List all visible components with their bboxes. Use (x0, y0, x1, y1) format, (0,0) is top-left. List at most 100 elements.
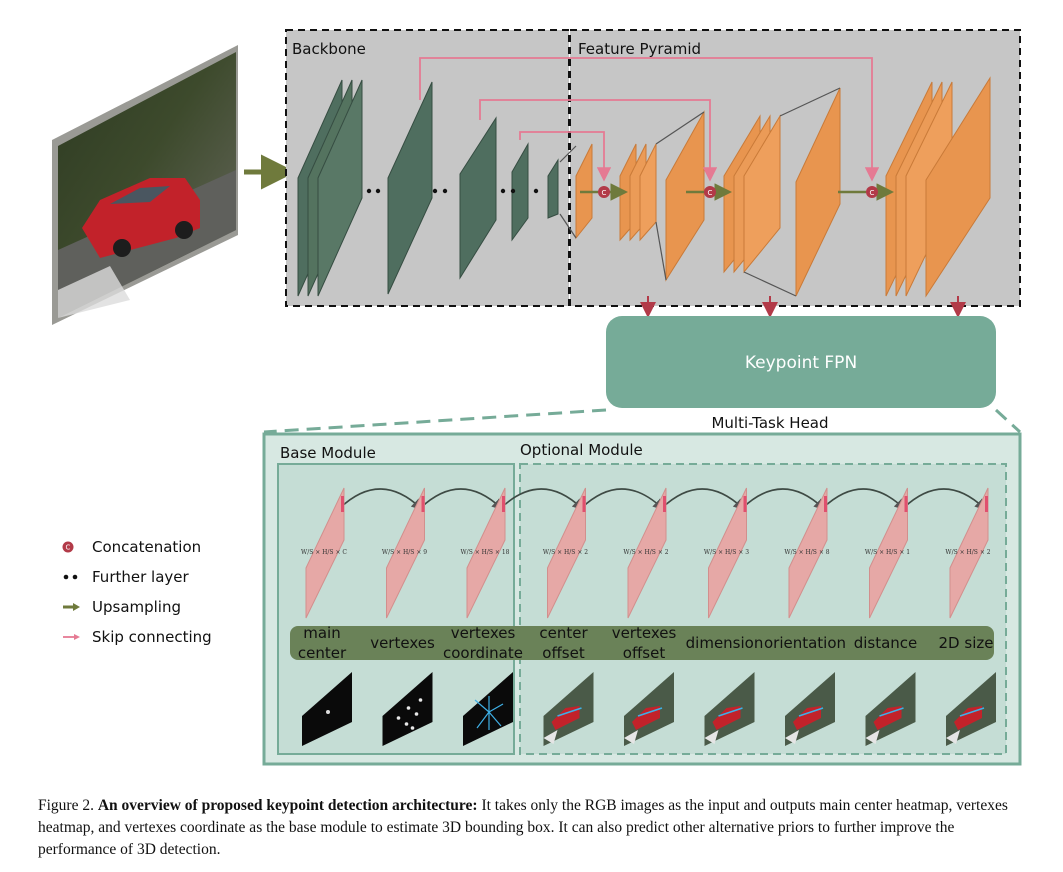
output-label: distance (854, 634, 918, 652)
legend: C Concatenation Further layer Upsampling… (62, 532, 282, 652)
road-marking (543, 730, 558, 744)
heatmap-peak (404, 722, 409, 726)
vertex-vector (488, 703, 504, 713)
svg-text:C: C (870, 189, 875, 197)
output-label-bar (290, 626, 994, 660)
output-label: vertexes (451, 624, 516, 642)
heatmap-peak (396, 716, 401, 720)
output-dims: W/S × H/S × 2 (543, 549, 588, 556)
output-dims: W/S × H/S × 9 (382, 549, 427, 556)
backbone-layers (297, 79, 559, 297)
legend-upsampling-label: Upsampling (92, 598, 182, 616)
legend-further-layer: Further layer (62, 562, 282, 592)
output-feature-map (869, 487, 908, 619)
head-connection-arrow (339, 488, 423, 511)
legend-skip-connecting-label: Skip connecting (92, 628, 212, 646)
output-label: main (303, 624, 340, 642)
heatmap-peak (326, 710, 330, 714)
further-layer-dots (366, 188, 539, 194)
caption-bold: An overview of proposed keypoint detecti… (97, 797, 478, 814)
projection-lines (559, 87, 841, 297)
output-dims: W/S × H/S × 1 (865, 549, 910, 556)
output-label: vertexes (370, 634, 435, 652)
feature-pyramid-label: Feature Pyramid (578, 40, 701, 58)
fpn-down-arrows (640, 296, 966, 318)
concat-node: C (866, 186, 878, 198)
output-feature-map (627, 487, 667, 619)
heatmap-peak (410, 726, 415, 730)
head-connection-arrow (580, 488, 665, 511)
car-thumbnail (551, 706, 580, 730)
road-marking (865, 730, 880, 744)
output-feature-map (547, 487, 586, 619)
vertex-vector (488, 711, 502, 727)
legend-concatenation: C Concatenation (62, 532, 282, 562)
road-marking (624, 730, 638, 744)
prior-annotation (879, 707, 904, 717)
concat-icon: C (62, 541, 86, 553)
output-dims: W/S × H/S × 8 (784, 549, 829, 556)
head-expansion-lines (263, 408, 1022, 434)
pyramid-layers (575, 76, 991, 298)
keypoint-fpn-block (606, 316, 996, 408)
output-feature-map (386, 487, 425, 619)
road-marking (704, 730, 719, 744)
output-dims: W/S × H/S × 3 (704, 549, 749, 556)
output-feature-map (949, 487, 989, 619)
input-image (52, 45, 238, 325)
output-label: vertexes (612, 624, 677, 642)
output-label: center (539, 624, 588, 642)
prior-annotation (959, 707, 985, 717)
heatmap-peak (406, 706, 411, 710)
optional-module-label: Optional Module (520, 441, 643, 459)
red-car (82, 178, 200, 258)
head-connection-arrow (500, 488, 584, 511)
svg-text:C: C (602, 189, 607, 197)
legend-further-layer-label: Further layer (92, 568, 189, 586)
concat-node: C (598, 186, 610, 198)
road-marking (946, 730, 960, 744)
legend-skip-connecting: Skip connecting (62, 622, 282, 652)
heatmap-thumbnail (463, 672, 513, 746)
head-connection-arrow (419, 488, 504, 511)
concat-node: C (704, 186, 716, 198)
caption-prefix: Figure 2. (38, 797, 94, 814)
head-connection-arrow (661, 488, 745, 511)
output-feature-map (466, 487, 506, 619)
output-label: offset (623, 644, 666, 662)
heatmap-peak (418, 698, 423, 702)
prior-annotation (637, 707, 663, 717)
map-marker (582, 496, 586, 512)
map-marker (421, 496, 425, 512)
prior-annotation (557, 707, 582, 717)
map-marker (985, 496, 988, 512)
prior-annotation (798, 707, 824, 717)
svg-text:C: C (708, 189, 713, 197)
heatmap-thumbnail (302, 672, 352, 746)
legend-upsampling: Upsampling (62, 592, 282, 622)
svg-text:C: C (66, 544, 71, 552)
output-label: 2D size (939, 634, 994, 652)
output-label: dimension (686, 634, 764, 652)
output-label: orientation (764, 634, 846, 652)
architecture-figure: Backbone Feature Pyramid (52, 29, 1022, 766)
map-marker (904, 496, 908, 512)
map-marker (743, 496, 747, 512)
output-dims: W/S × H/S × 2 (623, 549, 668, 556)
output-label: offset (542, 644, 585, 662)
upsample-arrow-icon (62, 602, 86, 612)
output-feature-map (708, 487, 747, 619)
dots-icon (62, 573, 86, 581)
output-dims: W/S × H/S × 18 (461, 549, 510, 556)
prior-annotation (718, 707, 743, 717)
output-feature-map (305, 487, 345, 619)
car-thumbnail (793, 706, 821, 730)
figure-caption: Figure 2. An overview of proposed keypoi… (38, 795, 1030, 861)
output-label: center (298, 644, 347, 662)
car-thumbnail (632, 706, 660, 730)
car-thumbnail (873, 706, 902, 730)
multitask-head-label: Multi-Task Head (711, 414, 828, 432)
heatmap-peak (414, 712, 419, 716)
base-module-label: Base Module (280, 444, 376, 462)
road-marking (785, 730, 799, 744)
